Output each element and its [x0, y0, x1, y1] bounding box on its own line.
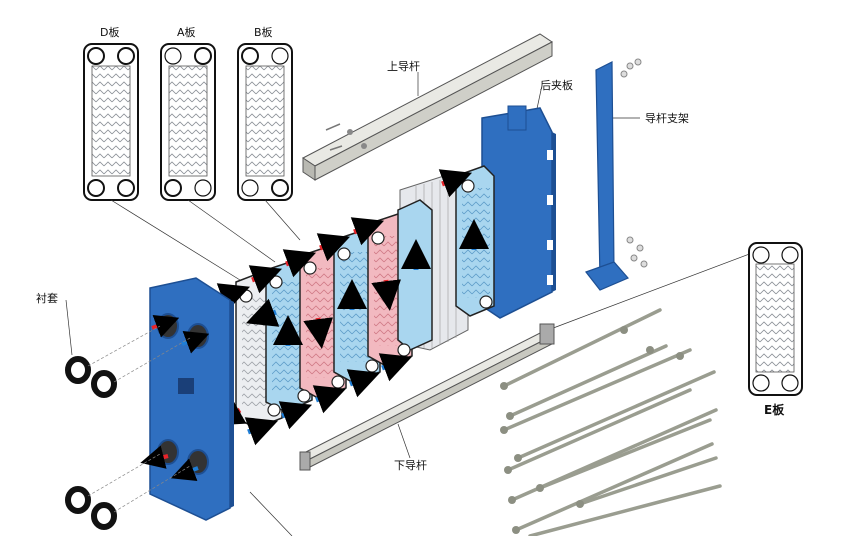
rear-plate-label: 后夹板 [540, 79, 573, 92]
cold-flow-arrows [244, 219, 489, 446]
b-plate-label: B板 [254, 26, 273, 39]
b-plate-icon [237, 43, 293, 201]
d-plate-icon [83, 43, 139, 201]
a-plate-label: A板 [177, 26, 196, 39]
upper-guide-rod [302, 33, 553, 181]
front-frame-plate [140, 277, 234, 521]
d-plate-label: D板 [100, 26, 120, 39]
e-plate-icon [748, 242, 803, 396]
lower-rod-label: 下导杆 [394, 459, 427, 472]
guide-rod-support [585, 58, 648, 291]
liner-label: 衬套 [36, 292, 58, 305]
rod-support-label: 导杆支架 [645, 112, 689, 125]
a-plate-icon [160, 43, 216, 201]
tie-bolts [502, 308, 722, 538]
e-plate-label: E板 [764, 403, 785, 417]
upper-rod-label: 上导杆 [387, 60, 420, 73]
lower-guide-rod [299, 323, 555, 471]
gasket-ring-icon [65, 356, 117, 530]
rear-clamp-plate [481, 105, 556, 319]
